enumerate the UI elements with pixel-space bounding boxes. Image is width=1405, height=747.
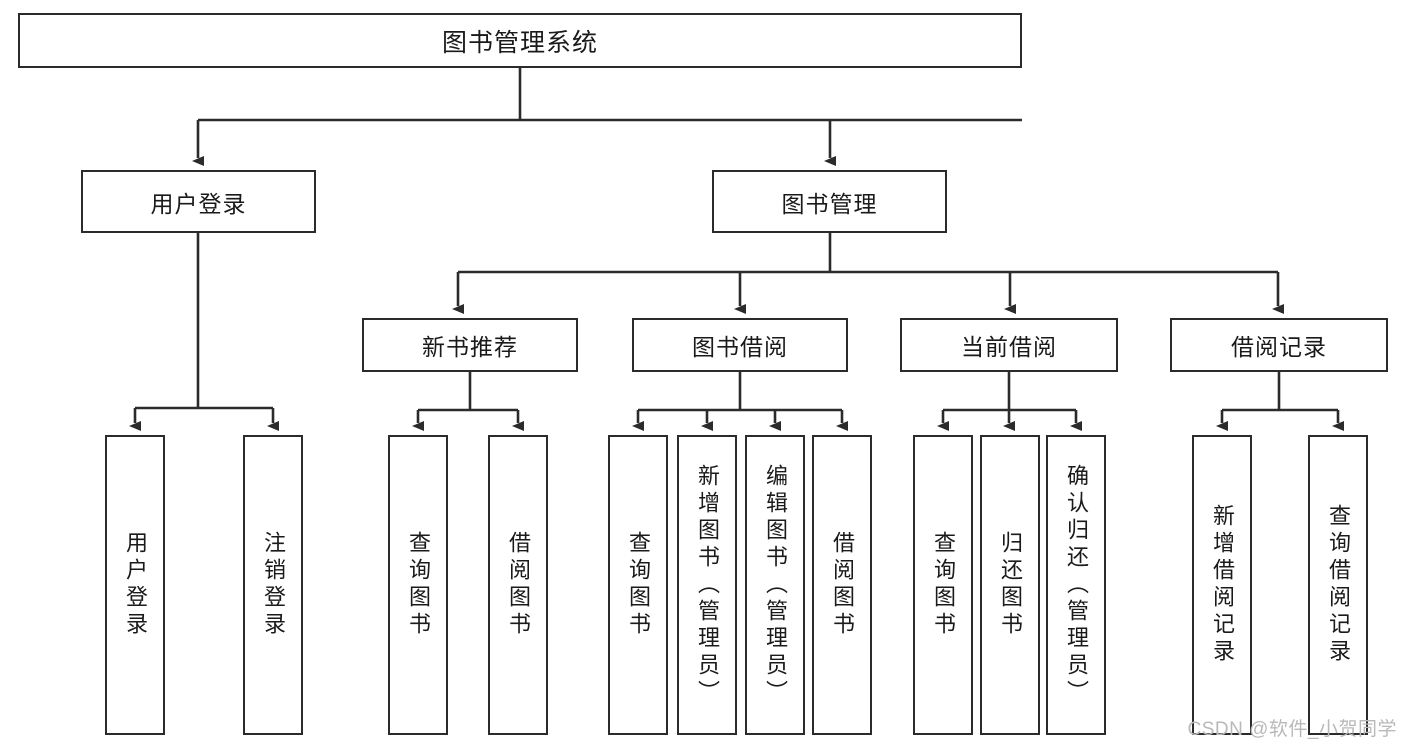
node-label: 借阅图书 (506, 531, 531, 639)
node-label: 图书管理系统 (441, 28, 598, 57)
node-label: 注销登录 (261, 531, 286, 639)
leaf-new-book-borrow-book[interactable]: 借阅图书 (488, 435, 548, 735)
node-label: 归还图书 (998, 531, 1023, 639)
leaf-book-borrow-edit-book-admin[interactable]: 编辑图书（管理员） (745, 435, 805, 735)
node-label: 用户登录 (123, 531, 148, 639)
leaf-user-login-login[interactable]: 用户登录 (105, 435, 165, 735)
node-user-login[interactable]: 用户登录 (81, 170, 316, 233)
leaf-new-book-query-book[interactable]: 查询图书 (388, 435, 448, 735)
node-label: 借阅图书 (830, 531, 855, 639)
node-borrow-record[interactable]: 借阅记录 (1170, 318, 1388, 372)
leaf-user-login-logout[interactable]: 注销登录 (243, 435, 303, 735)
leaf-book-borrow-borrow-book[interactable]: 借阅图书 (812, 435, 872, 735)
node-label: 图书管理 (781, 190, 878, 217)
node-book-management[interactable]: 图书管理 (712, 170, 947, 233)
node-label: 确认归还（管理员） (1064, 463, 1089, 707)
node-label: 新增图书（管理员） (695, 463, 720, 707)
node-new-book-recommend[interactable]: 新书推荐 (362, 318, 578, 372)
node-label: 查询图书 (931, 531, 956, 639)
node-label: 查询借阅记录 (1326, 504, 1351, 666)
node-label: 查询图书 (626, 531, 651, 639)
node-label: 当前借阅 (961, 334, 1057, 360)
node-label: 新书推荐 (422, 334, 518, 360)
node-label: 图书借阅 (692, 334, 788, 360)
node-book-borrow[interactable]: 图书借阅 (632, 318, 848, 372)
leaf-borrow-record-add-record[interactable]: 新增借阅记录 (1192, 435, 1252, 735)
node-root-book-management-system[interactable]: 图书管理系统 (18, 13, 1022, 68)
node-label: 查询图书 (406, 531, 431, 639)
leaf-current-borrow-confirm-return-admin[interactable]: 确认归还（管理员） (1046, 435, 1106, 735)
node-current-borrow[interactable]: 当前借阅 (900, 318, 1118, 372)
node-label: 用户登录 (150, 190, 247, 217)
leaf-borrow-record-query-record[interactable]: 查询借阅记录 (1308, 435, 1368, 735)
node-label: 借阅记录 (1231, 334, 1327, 360)
leaf-current-borrow-return-book[interactable]: 归还图书 (980, 435, 1040, 735)
leaf-book-borrow-query-book[interactable]: 查询图书 (608, 435, 668, 735)
leaf-current-borrow-query-book[interactable]: 查询图书 (913, 435, 973, 735)
watermark-text: CSDN @软件_小贺同学 (1187, 719, 1397, 740)
node-label: 编辑图书（管理员） (763, 463, 788, 707)
leaf-book-borrow-add-book-admin[interactable]: 新增图书（管理员） (677, 435, 737, 735)
node-label: 新增借阅记录 (1210, 504, 1235, 666)
